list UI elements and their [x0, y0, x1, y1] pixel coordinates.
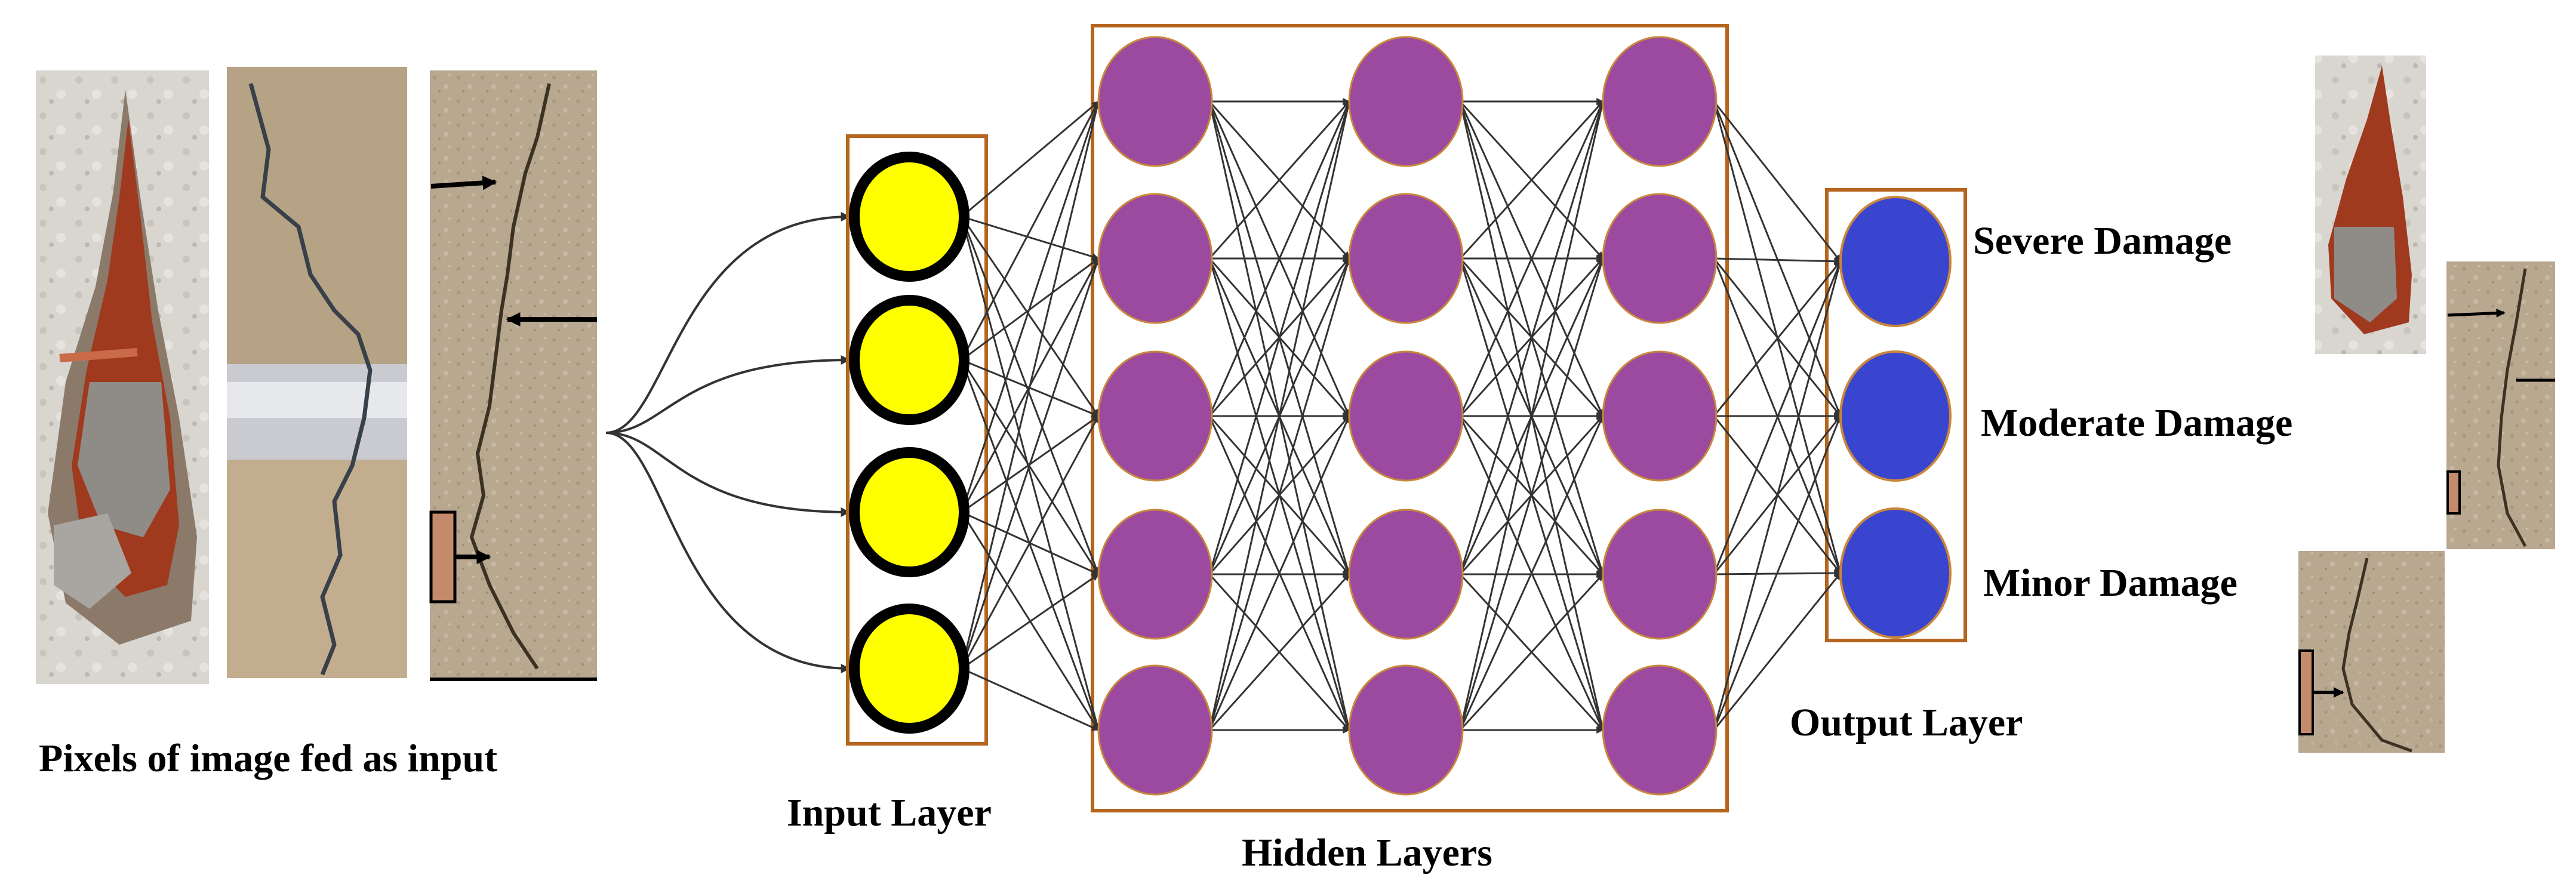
connection-line — [1713, 415, 1842, 731]
hidden-node-2-0 — [1348, 36, 1464, 167]
connection-line — [961, 216, 1101, 731]
connection-line — [961, 216, 1100, 417]
hidden-node-2-3 — [1348, 509, 1464, 640]
hidden-node-3-0 — [1602, 36, 1718, 167]
hidden-node-3-3 — [1602, 509, 1718, 640]
input-layer-label: Input Layer — [787, 791, 992, 835]
output-label-minor: Minor Damage — [1983, 561, 2238, 605]
connection-line — [1713, 101, 1842, 417]
connection-line — [1459, 100, 1604, 260]
connection-line — [1459, 257, 1605, 731]
hidden-node-3-2 — [1602, 350, 1718, 482]
input-node-0-0 — [849, 152, 970, 282]
connection-line — [961, 415, 1100, 669]
hidden-node-1-3 — [1097, 509, 1213, 640]
output-thumbnail-severe — [2315, 56, 2426, 354]
output-node-4-1 — [1839, 350, 1952, 482]
connection-line — [1713, 258, 1842, 417]
connection-line — [1208, 573, 1350, 731]
input-photo-severe — [36, 70, 209, 684]
connection-line — [961, 100, 1100, 513]
hidden-node-1-0 — [1097, 36, 1213, 167]
fan-arrow — [605, 355, 851, 434]
input-fan-arrows — [605, 212, 851, 673]
connection-line — [1713, 257, 1842, 265]
output-layer-label: Output Layer — [1790, 701, 2023, 744]
fan-arrow — [605, 212, 851, 434]
input-node-0-2 — [849, 447, 970, 577]
connection-line — [961, 216, 1100, 575]
hidden-node-3-4 — [1602, 664, 1718, 796]
connection-line — [961, 359, 1100, 731]
hidden-layers-label: Hidden Layers — [1242, 831, 1492, 875]
input-node-0-3 — [849, 604, 970, 734]
connection-line — [1459, 573, 1604, 731]
connection-line — [1713, 101, 1842, 262]
connection-line — [1713, 260, 1842, 731]
hidden-node-3-1 — [1602, 193, 1718, 324]
output-node-4-0 — [1839, 196, 1952, 327]
connection-line — [961, 573, 1099, 670]
connection-line — [1459, 100, 1605, 575]
hidden-node-2-4 — [1348, 664, 1464, 796]
hidden-node-1-1 — [1097, 193, 1213, 324]
input-caption: Pixels of image fed as input — [39, 737, 497, 780]
input-node-0-1 — [849, 295, 970, 425]
connection-line — [961, 100, 1100, 361]
nodes — [849, 36, 1952, 796]
output-thumbnail-moderate — [2446, 261, 2555, 549]
connection-line — [1713, 261, 1842, 417]
hidden-node-2-1 — [1348, 193, 1464, 324]
connection-line — [1208, 100, 1350, 417]
connections — [961, 98, 1842, 734]
connection-line — [961, 215, 1100, 260]
connection-line — [1208, 101, 1350, 259]
connection-line — [1459, 100, 1604, 417]
hidden-node-2-2 — [1348, 350, 1464, 482]
connection-line — [961, 359, 1100, 575]
fan-arrow — [605, 432, 851, 673]
connection-line — [1208, 257, 1351, 731]
hidden-node-1-2 — [1097, 350, 1213, 482]
connection-line — [1713, 260, 1842, 575]
connection-line — [1208, 100, 1351, 575]
output-label-severe: Severe Damage — [1973, 219, 2232, 263]
connection-line — [1459, 415, 1604, 731]
connection-line — [961, 100, 1101, 669]
connection-line — [1208, 415, 1350, 731]
output-label-moderate: Moderate Damage — [1981, 401, 2292, 445]
connection-line — [1208, 100, 1352, 731]
output-thumbnail-minor — [2298, 551, 2445, 753]
connection-line — [961, 667, 1100, 731]
hidden-node-1-4 — [1097, 664, 1213, 796]
input-photo-minor — [429, 70, 597, 681]
fan-arrow — [605, 432, 851, 517]
connection-line — [1459, 100, 1605, 731]
connection-line — [961, 257, 1100, 669]
output-node-4-2 — [1839, 507, 1952, 639]
connection-line — [961, 100, 1099, 218]
connection-line — [1713, 572, 1842, 731]
input-photo-moderate — [227, 67, 407, 678]
